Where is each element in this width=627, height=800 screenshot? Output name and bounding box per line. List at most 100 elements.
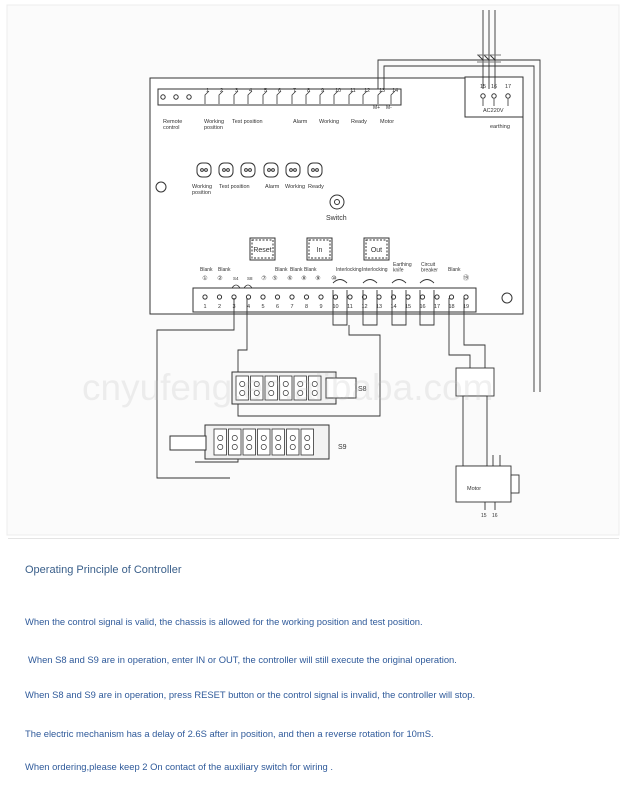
switch-screw — [253, 381, 260, 387]
ac-voltage-label: AC220V — [483, 108, 504, 114]
section-divider — [8, 538, 619, 539]
top-group-label: Ready — [351, 119, 367, 125]
led-pin — [267, 168, 271, 172]
bottom-mark: S4 — [233, 276, 239, 281]
button-reset[interactable]: Reset — [249, 237, 276, 261]
switch-screw — [239, 381, 246, 387]
selector-switch[interactable] — [329, 194, 345, 210]
switch-cell — [228, 428, 242, 456]
led-pin — [311, 168, 315, 172]
top-contact — [247, 90, 253, 104]
bottom-circle-number: ⑲ — [463, 274, 469, 282]
bottom-circle-number: ⑨ — [315, 275, 320, 282]
bottom-terminal-number: 9 — [319, 304, 322, 310]
switch-screw — [260, 435, 267, 441]
principle-paragraph-5: When ordering,please keep 2 On contact o… — [25, 761, 333, 772]
switch-screw — [253, 390, 260, 396]
principle-paragraph-3: When S8 and S9 are in operation, press R… — [25, 689, 476, 700]
top-terminal-number: 7 — [293, 88, 296, 94]
bottom-circle-number: ⑧ — [301, 275, 306, 282]
top-contact — [362, 90, 368, 104]
top-contact — [276, 90, 282, 104]
top-contact — [333, 90, 339, 104]
switch-cell — [242, 428, 256, 456]
bottom-circle-number: ⑤ — [272, 275, 277, 282]
top-terminal-number: 14 — [392, 88, 398, 94]
switch-screw — [311, 381, 318, 387]
bottom-terminal — [260, 294, 266, 300]
led-pin — [315, 168, 319, 172]
bottom-terminal-number: 16 — [419, 304, 425, 310]
button-body — [363, 237, 390, 261]
bottom-label: Blank — [200, 267, 213, 273]
led-pin — [244, 168, 248, 172]
button-out[interactable]: Out — [363, 237, 390, 261]
led-pin — [222, 168, 226, 172]
bottom-terminal-number: 6 — [276, 304, 279, 310]
top-wires — [377, 10, 541, 392]
bottom-circle-number: ① — [202, 275, 207, 282]
bottom-label: Interlocking — [362, 267, 388, 273]
top-contact — [377, 90, 383, 104]
bottom-terminal — [303, 294, 310, 300]
switch-screw — [246, 444, 253, 450]
button-in[interactable]: In — [306, 237, 333, 261]
s8-switch-block — [231, 371, 357, 405]
bottom-terminal — [347, 294, 353, 300]
motor-label: Motor — [467, 486, 481, 492]
top-group-label: Alarm — [293, 119, 308, 125]
bottom-terminal-number: 15 — [405, 304, 411, 310]
ac-terminal — [505, 93, 511, 99]
bottom-terminal-strip — [192, 287, 477, 313]
button-label: In — [317, 247, 323, 254]
top-contact — [233, 90, 239, 104]
switch-cell — [235, 375, 249, 401]
top-terminal-number: 13 — [379, 88, 385, 94]
button-label: Reset — [253, 247, 271, 254]
ac-terminal — [480, 93, 486, 99]
top-terminal-number: 10 — [335, 88, 341, 94]
motor-minus-label: M- — [386, 105, 392, 111]
top-group-label: Test position — [232, 119, 263, 125]
switch-screw — [260, 444, 267, 450]
bottom-terminal — [434, 294, 440, 300]
button-body — [306, 237, 333, 261]
switch-screw — [246, 435, 253, 441]
ac-terminal — [491, 93, 497, 99]
bottom-terminal — [419, 294, 426, 300]
switch-screw — [275, 444, 282, 450]
switch-screw — [282, 381, 289, 387]
top-terminal-number: 1 — [206, 88, 209, 94]
bottom-terminal — [448, 294, 455, 300]
bottom-circle-number: ② — [217, 275, 222, 282]
mounting-hole — [501, 292, 513, 304]
bottom-terminal — [289, 294, 295, 300]
switch-screw — [268, 390, 275, 396]
indicator-led — [285, 162, 301, 178]
bottom-terminal-number: 5 — [261, 304, 264, 310]
button-label: Out — [371, 247, 382, 254]
indicator-led — [263, 162, 279, 178]
bottom-terminal-number: 2 — [218, 304, 221, 310]
bottom-terminal-number: 10 — [332, 304, 338, 310]
top-contact — [218, 90, 224, 104]
bottom-circle-number: ⑥ — [287, 275, 292, 282]
top-contact — [305, 90, 311, 104]
switch-screw — [289, 435, 296, 441]
indicator-label: Test position — [219, 184, 250, 190]
top-terminal-number: 3 — [235, 88, 238, 94]
bottom-terminal-number: 19 — [463, 304, 469, 310]
bottom-terminal — [463, 294, 469, 300]
switch-screw — [231, 444, 238, 450]
bottom-circle-number: ⑦ — [261, 275, 266, 282]
bottom-terminal — [405, 294, 411, 300]
switch-cell — [257, 428, 271, 456]
top-terminal-group — [160, 90, 396, 104]
led-pin — [248, 168, 252, 172]
